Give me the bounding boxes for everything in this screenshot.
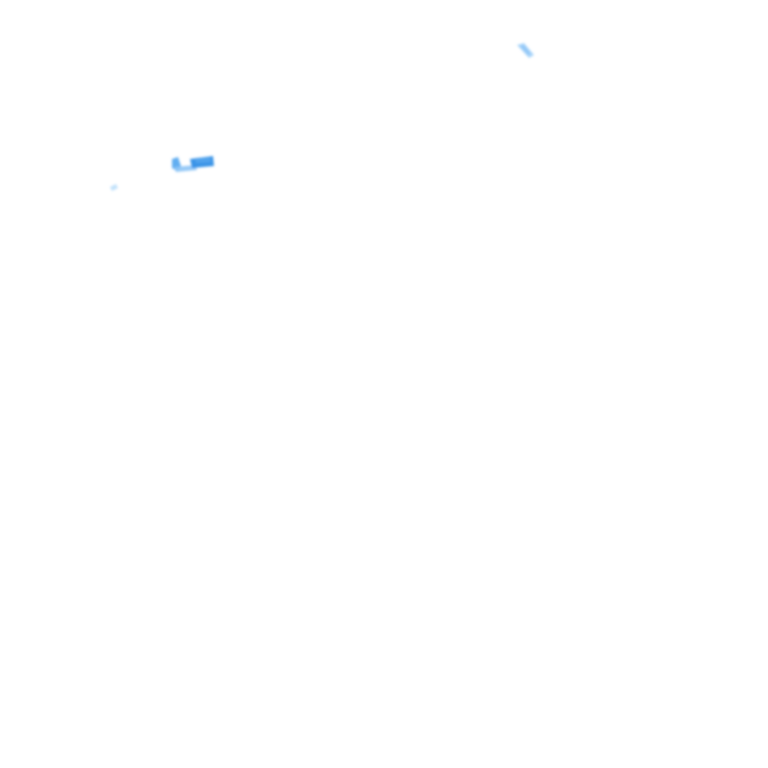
stroke-core — [520, 45, 531, 55]
dot-shape — [110, 184, 118, 191]
top-right-blue-stroke — [517, 43, 534, 58]
left-blue-stroke — [172, 156, 214, 172]
stroke-highlight — [195, 157, 211, 163]
stroke-base — [174, 165, 197, 172]
left-small-blue-dot — [110, 184, 118, 191]
